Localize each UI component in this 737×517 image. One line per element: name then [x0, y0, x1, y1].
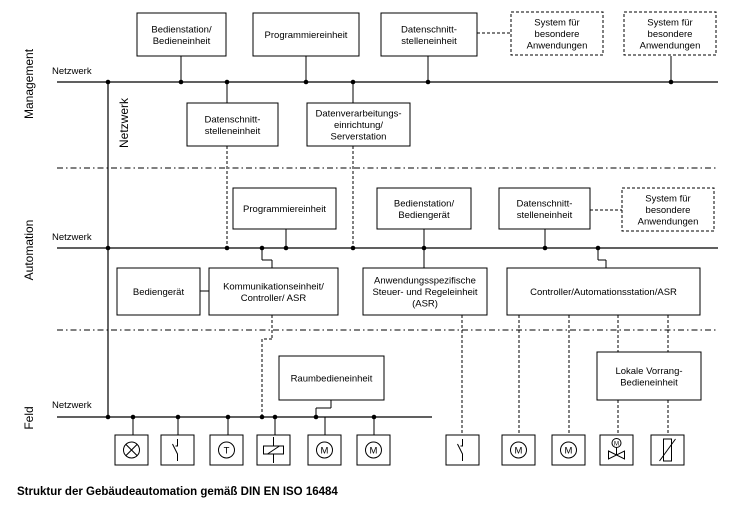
component-label: Programmiereinheit	[243, 204, 326, 215]
component-label: Datenschnitt-	[401, 24, 457, 35]
level-label-management: Management	[22, 48, 36, 119]
component-label: Datenschnitt-	[205, 114, 261, 125]
motor-icon: M	[307, 434, 342, 466]
figure-caption: Struktur der Gebäudeautomation gemäß DIN…	[17, 486, 338, 498]
component-label: Bedienstation/	[151, 24, 212, 35]
component-label: Controller/ ASR	[241, 293, 307, 304]
component-label: Steuer- und Regeleinheit	[372, 287, 477, 298]
level-label-automation: Automation	[22, 220, 36, 281]
component-label: Bedieneinheit	[153, 36, 211, 47]
component-label: einrichtung/	[334, 120, 383, 131]
component-label: Lokale Vorrang-	[615, 366, 682, 377]
lamp-icon	[114, 434, 149, 466]
network-label-management: Netzwerk	[52, 66, 92, 77]
device-symbol: M	[515, 446, 523, 457]
component-label: Anwendungen	[638, 217, 699, 228]
component-label: Bedienstation/	[394, 198, 455, 209]
component-label: Anwendungen	[527, 41, 588, 52]
device-symbol: M	[565, 446, 573, 457]
variable-resistor-icon	[650, 434, 685, 466]
motor-icon: M	[501, 434, 536, 466]
component-label: Anwendungsspezifische	[374, 276, 476, 287]
component-label: Serverstation	[331, 132, 387, 143]
component-box: Datenschnitt-stelleneinheit	[380, 12, 478, 57]
component-box: Bediengerät	[116, 267, 201, 316]
component-box: Raumbedieneinheit	[278, 355, 385, 401]
component-box: Bedienstation/Bediengerät	[376, 187, 472, 230]
network-label-automation: Netzwerk	[52, 232, 92, 243]
component-label: Controller/Automationsstation/ASR	[530, 287, 677, 298]
component-box: Kommunikationseinheit/Controller/ ASR	[208, 267, 339, 316]
relay-icon	[256, 434, 291, 466]
component-box: Bedienstation/Bedieneinheit	[136, 12, 227, 57]
component-label: Bediengerät	[398, 210, 450, 221]
device-symbol: M	[614, 442, 619, 448]
motor-icon: M	[551, 434, 586, 466]
component-label: stelleneinheit	[517, 210, 573, 221]
component-label: System für	[645, 194, 690, 205]
device-symbol: M	[370, 446, 378, 457]
component-box: Programmiereinheit	[252, 12, 360, 57]
component-box: Lokale Vorrang-Bedieneinheit	[596, 351, 702, 401]
bus-junctions	[105, 79, 674, 420]
level-label-field: Feld	[22, 406, 36, 429]
component-label: stelleneinheit	[205, 126, 261, 137]
component-label: Datenverarbeitungs-	[315, 109, 401, 120]
component-label: System für	[534, 18, 579, 29]
component-label: System für	[647, 18, 692, 29]
motor-icon: M	[356, 434, 391, 466]
component-label: Bediengerät	[133, 287, 185, 298]
switch-icon	[445, 434, 480, 466]
component-label: Raumbedieneinheit	[291, 374, 373, 385]
temperature-sensor-icon: T	[209, 434, 244, 466]
component-box: Programmiereinheit	[232, 187, 337, 230]
component-box: Datenschnitt-stelleneinheit	[186, 102, 279, 147]
motorized-valve-icon: M	[599, 434, 634, 466]
network-label-field: Netzwerk	[52, 400, 92, 411]
component-label: Bedieneinheit	[620, 377, 678, 388]
component-label: (ASR)	[412, 299, 438, 310]
component-label: besondere	[648, 29, 693, 40]
component-label: Datenschnitt-	[517, 198, 573, 209]
component-label: Anwendungen	[640, 41, 701, 52]
component-label: Programmiereinheit	[265, 30, 348, 41]
component-label: besondere	[646, 205, 691, 216]
component-box: Datenverarbeitungs-einrichtung/Serversta…	[306, 102, 411, 147]
component-box: Datenschnitt-stelleneinheit	[498, 187, 591, 230]
switch-icon	[160, 434, 195, 466]
vertical-network-label: Netzwerk	[117, 97, 131, 148]
component-label: besondere	[535, 29, 580, 40]
device-symbol: T	[224, 446, 230, 457]
component-box: Controller/Automationsstation/ASR	[506, 267, 701, 316]
component-label: stelleneinheit	[401, 36, 457, 47]
component-label: Kommunikationseinheit/	[223, 281, 324, 292]
device-symbol: M	[321, 446, 329, 457]
